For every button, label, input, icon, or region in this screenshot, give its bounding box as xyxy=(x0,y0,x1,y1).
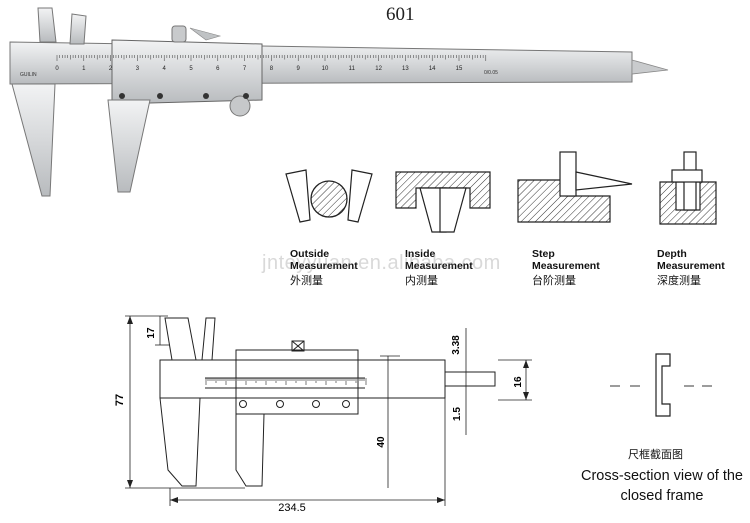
dim-total-height: 77 xyxy=(114,394,126,406)
drawing-scale-ticks xyxy=(205,378,367,385)
cross-section-diagram xyxy=(610,353,712,417)
vernier-marks: 0/0.05 xyxy=(484,70,498,76)
technical-drawing xyxy=(159,317,496,487)
scale-number: 2 xyxy=(109,66,113,72)
scale-number: 5 xyxy=(189,66,193,72)
scale-number: 6 xyxy=(216,66,220,72)
dim-depth-to-beam: 40 xyxy=(376,436,387,448)
scale-number: 10 xyxy=(322,66,329,72)
model-number: 601 xyxy=(386,4,415,25)
scale-number: 7 xyxy=(243,66,247,72)
scale-number: 14 xyxy=(429,66,436,72)
scale-number: 1 xyxy=(82,66,86,72)
scale-number: 8 xyxy=(270,66,274,72)
dimension-arrows xyxy=(127,316,529,503)
caliper-photo xyxy=(9,7,669,197)
dim-beam-thickness-top: 3.38 xyxy=(451,335,462,355)
scale-number: 15 xyxy=(456,66,463,72)
depth-measurement-icon xyxy=(659,151,717,225)
inside-measurement-icon xyxy=(395,171,491,233)
scale-number: 3 xyxy=(136,66,140,72)
cross-section-title-en: Cross-section view of the closed frame xyxy=(581,468,743,504)
scale-number: 9 xyxy=(297,66,301,72)
outside-measurement-icon xyxy=(285,169,373,223)
scale-number: 12 xyxy=(375,66,382,72)
scale-number: 13 xyxy=(402,66,409,72)
dim-beam-height: 16 xyxy=(513,376,524,388)
scale-number: 0 xyxy=(55,66,59,72)
scale-number: 11 xyxy=(349,66,356,72)
caption-outside: Outside Measurement 外测量 xyxy=(290,248,358,287)
scale-number: 4 xyxy=(163,66,167,72)
caption-step: Step Measurement 台阶测量 xyxy=(532,248,600,287)
dimension-lines xyxy=(125,315,532,506)
dim-overall-length: 234.5 xyxy=(278,502,306,514)
brand-text: GUILIN xyxy=(20,72,37,78)
step-measurement-icon xyxy=(517,151,633,223)
caption-depth: Depth Measurement 深度测量 xyxy=(657,248,725,287)
dim-beam-thickness-bottom: 1.5 xyxy=(452,407,463,421)
dim-jaw-height: 17 xyxy=(146,327,157,339)
watermark-text: jnteyyuan.en.alibaba.com xyxy=(262,252,501,274)
cross-section-title-cn: 尺框截面图 xyxy=(628,448,683,461)
caption-inside: Inside Measurement 内测量 xyxy=(405,248,473,287)
